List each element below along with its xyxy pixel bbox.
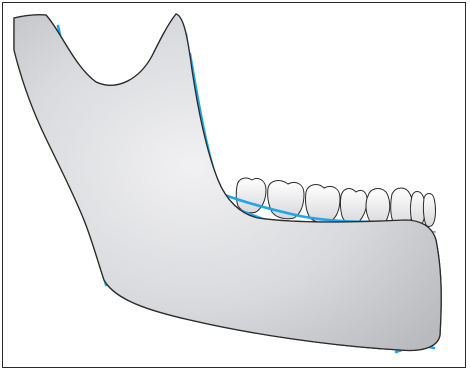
tooth — [423, 194, 435, 227]
tooth — [340, 189, 367, 225]
